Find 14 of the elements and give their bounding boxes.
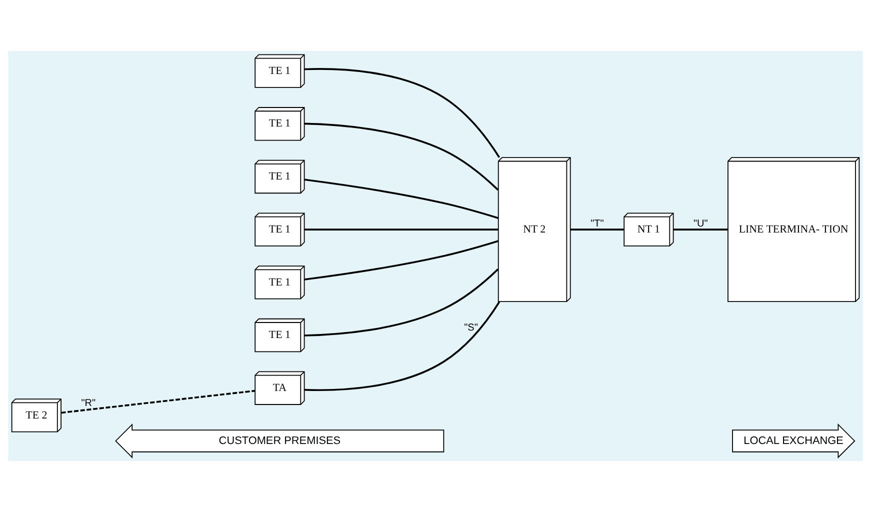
connector [304, 301, 500, 391]
connector [61, 390, 255, 414]
edge-label: "S" [464, 322, 478, 334]
connector [304, 228, 498, 230]
connector [304, 68, 500, 158]
connector [304, 122, 499, 191]
edge-label: "U" [693, 218, 708, 230]
edge-label: "T" [590, 218, 604, 230]
connector [304, 268, 499, 336]
connector [304, 178, 499, 219]
connector [304, 240, 499, 280]
connector [570, 228, 624, 230]
connector [674, 228, 728, 230]
edge-label: "R" [81, 398, 96, 410]
